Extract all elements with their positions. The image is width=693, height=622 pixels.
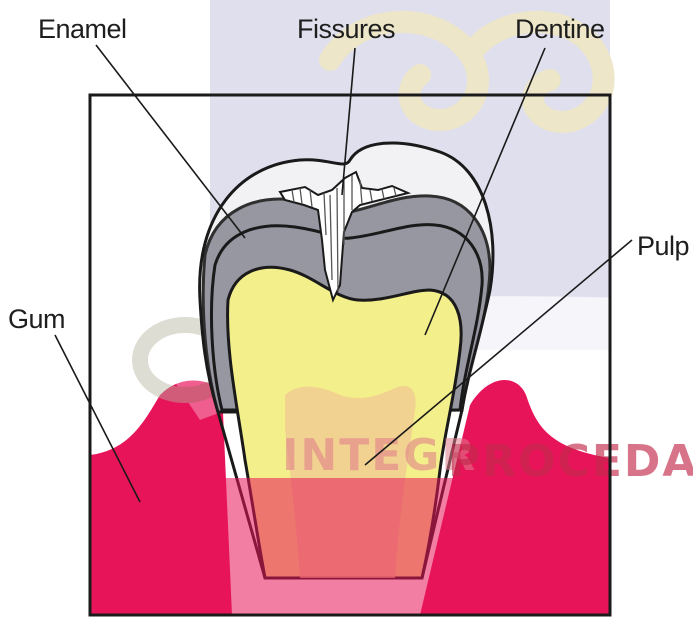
label-fissures: Fissures <box>297 14 395 44</box>
label-pulp: Pulp <box>637 231 689 261</box>
label-gum: Gum <box>8 304 65 334</box>
label-enamel: Enamel <box>38 14 127 44</box>
watermark-text-right: PROCEDAM <box>448 436 693 487</box>
label-dentine: Dentine <box>515 14 605 44</box>
gum-overlay <box>90 478 610 615</box>
